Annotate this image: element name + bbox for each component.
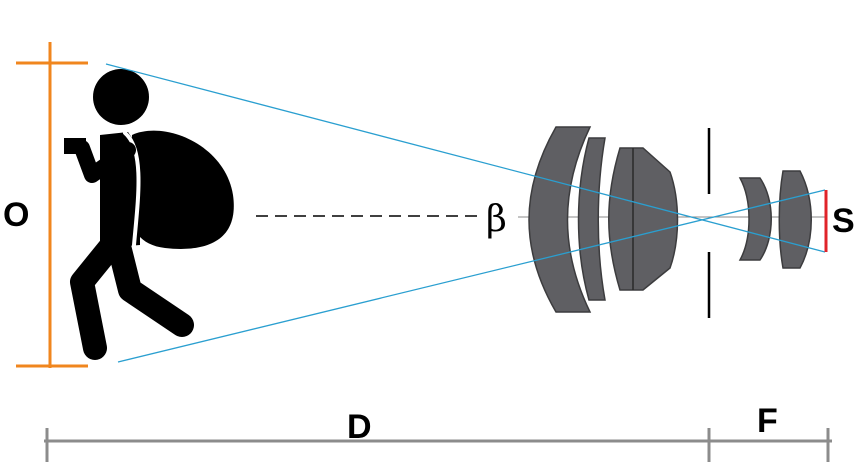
rear-lens-group <box>738 170 812 269</box>
front-lens-group <box>528 126 679 313</box>
angle-label: β <box>486 199 507 240</box>
measurement-axis <box>44 428 832 462</box>
object-label: O <box>3 196 29 234</box>
object-height-bar <box>16 42 88 368</box>
distance-label: D <box>347 408 372 446</box>
person-with-camera-and-sack-icon <box>64 69 234 360</box>
sensor-label: S <box>832 202 855 240</box>
light-rays <box>105 63 826 363</box>
focal-label: F <box>757 402 778 440</box>
